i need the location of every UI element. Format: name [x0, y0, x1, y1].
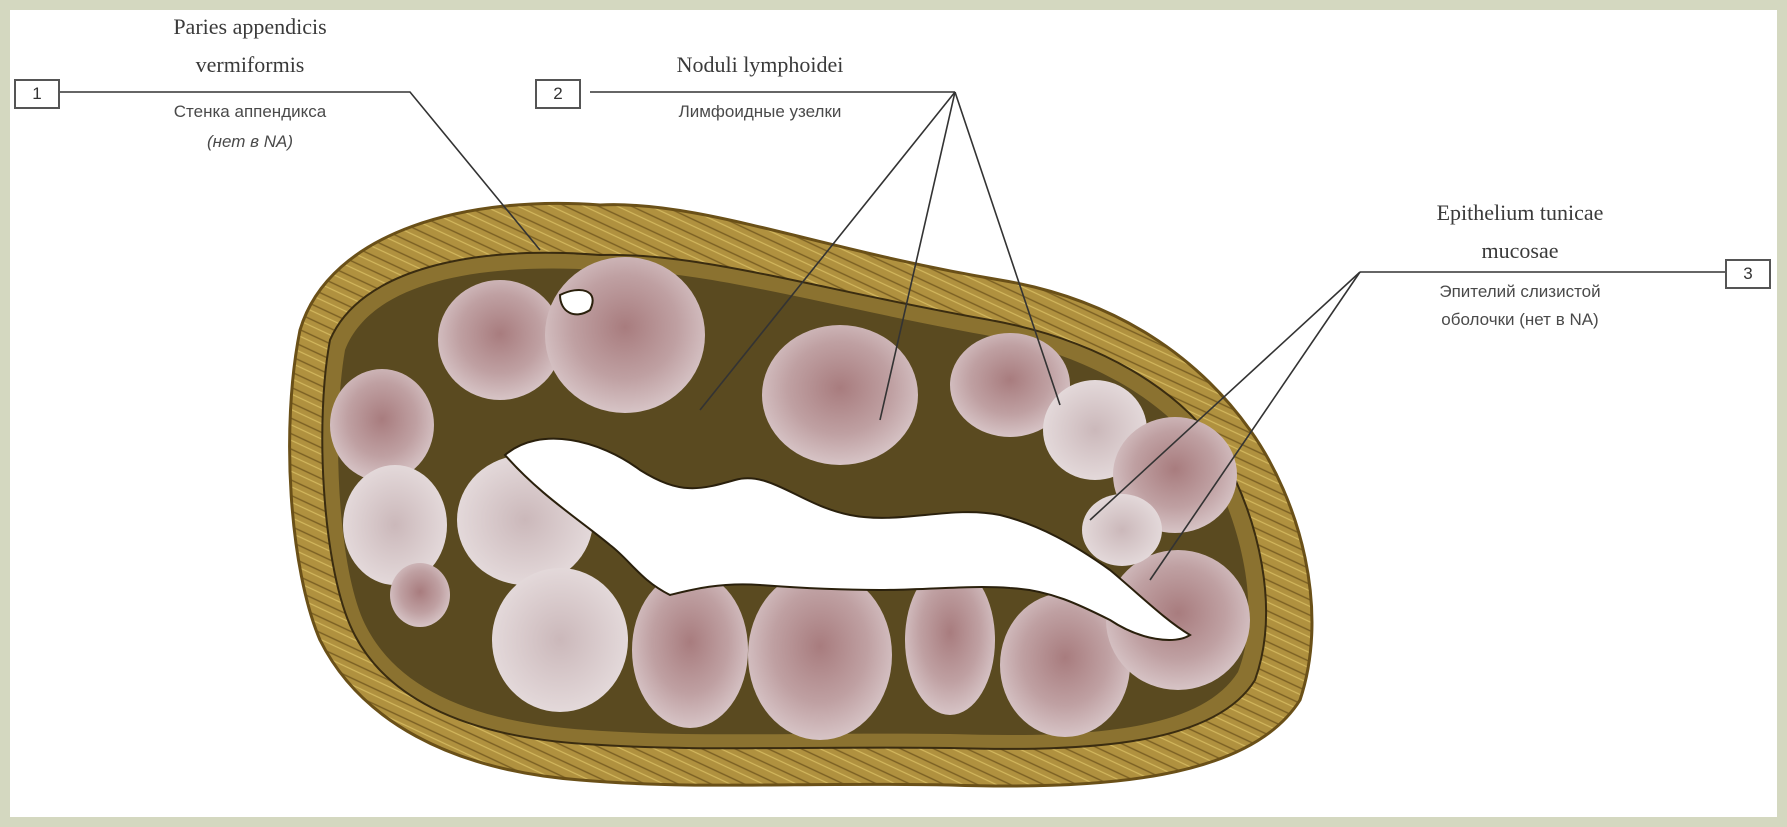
- callout-2-latin-line1: Noduli lymphoidei: [600, 52, 920, 78]
- callout-1-latin-line2: vermiformis: [100, 52, 400, 78]
- callout-3-latin-line1: Epithelium tunicae: [1370, 200, 1670, 226]
- callout-3-latin-line2: mucosae: [1370, 238, 1670, 264]
- callout-1-russian-line1: Стенка аппендикса: [100, 102, 400, 122]
- callout-3-russian-line1: Эпителий слизистой: [1370, 282, 1670, 302]
- callout-1-latin-line1: Paries appendicis: [100, 14, 400, 40]
- callout-3-russian-line2: оболочки (нет в NA): [1370, 310, 1670, 330]
- callout-3-number: 3: [1725, 259, 1771, 289]
- callout-2-russian-line1: Лимфоидные узелки: [600, 102, 920, 122]
- callout-1-russian-line2: (нет в NA): [100, 132, 400, 152]
- callout-2-number: 2: [535, 79, 581, 109]
- callout-1-number: 1: [14, 79, 60, 109]
